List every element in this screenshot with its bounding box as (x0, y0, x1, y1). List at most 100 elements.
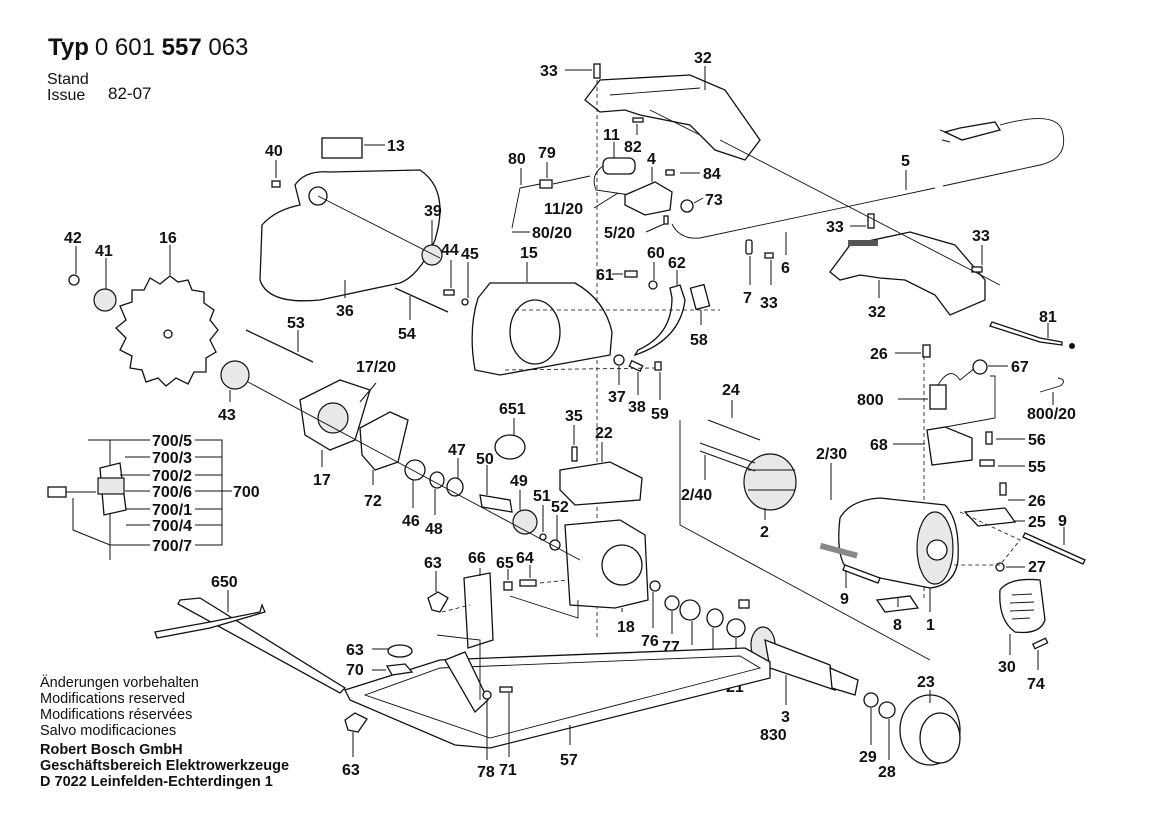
part-36-blade-guard (259, 169, 441, 302)
label-82: 82 (624, 139, 642, 156)
label-24: 24 (722, 382, 740, 399)
part-53-bolt (245, 329, 314, 363)
part-25-plate (963, 507, 1017, 527)
part-800-carbon-brush (929, 384, 947, 410)
label-700-1: 700/1 (152, 502, 192, 519)
typ-suffix: 063 (208, 34, 249, 61)
label-63-b: 63 (342, 762, 360, 779)
part-5-power-cable (671, 118, 1065, 239)
part-38-screw (628, 359, 644, 373)
label-11-20: 11/20 (544, 201, 583, 218)
label-59: 59 (651, 406, 669, 423)
part-21-holder (738, 599, 750, 609)
part-64-screw (519, 579, 537, 587)
part-62-riving-knife (633, 284, 686, 357)
label-65: 65 (496, 555, 514, 572)
part-59 (654, 361, 662, 371)
label-6: 6 (781, 260, 790, 277)
label-76: 76 (641, 633, 659, 650)
part-77-bearing (664, 595, 680, 611)
label-53: 53 (287, 315, 305, 332)
part-35-screw (571, 446, 578, 462)
label-73: 73 (705, 192, 723, 209)
label-700-5: 700/5 (152, 433, 192, 450)
label-79: 79 (538, 145, 556, 162)
label-651: 651 (499, 401, 526, 418)
label-23: 23 (917, 674, 935, 691)
label-71: 71 (499, 762, 517, 779)
part-70-plate (385, 663, 414, 676)
part-28-bearing (878, 701, 896, 719)
part-66-bevel-segment (463, 572, 494, 649)
label-26-b: 26 (1028, 493, 1046, 510)
label-28: 28 (878, 764, 896, 781)
part-80-wire (519, 175, 591, 189)
label-2: 2 (760, 524, 769, 541)
part-650-parallel-guide (154, 597, 347, 694)
label-27: 27 (1028, 559, 1046, 576)
part-71-screw (499, 686, 513, 693)
label-5-20: 5/20 (604, 225, 635, 242)
part-700-lock-assembly (47, 440, 127, 560)
label-13: 13 (387, 138, 405, 155)
part-84-screw (665, 169, 675, 176)
label-48: 48 (425, 521, 443, 538)
label-44: 44 (441, 242, 459, 259)
part-23-fan-cover (899, 694, 961, 766)
label-43: 43 (218, 407, 236, 424)
footer-line: Änderungen vorbehalten (40, 675, 199, 691)
label-26: 26 (870, 346, 888, 363)
part-32-upper-handle (584, 74, 761, 161)
label-55: 55 (1028, 459, 1046, 476)
stand-label: Stand (47, 71, 89, 88)
part-15-guard-housing (471, 282, 613, 376)
label-80-20: 80/20 (532, 225, 572, 242)
part-800-20-spring (1039, 377, 1064, 393)
footer-line: Salvo modificaciones (40, 723, 177, 739)
part-49-gear (512, 509, 538, 535)
stand-issue-label: Stand Issue (47, 72, 89, 104)
part-82 (632, 117, 644, 123)
label-81: 81 (1039, 309, 1057, 326)
label-29: 29 (859, 749, 877, 766)
part-32-lower-handle (829, 231, 986, 316)
label-700-4: 700/4 (152, 518, 192, 535)
footer-line: Modifications reserved (40, 691, 186, 707)
label-40: 40 (265, 143, 283, 160)
part-73 (680, 199, 694, 213)
label-50: 50 (476, 451, 494, 468)
label-57: 57 (560, 752, 578, 769)
label-38: 38 (628, 399, 646, 416)
part-44-screw (443, 289, 455, 296)
label-700-6: 700/6 (152, 484, 192, 501)
label-11: 11 (603, 127, 620, 144)
part-45-washer (461, 298, 469, 306)
part-78-washer (482, 690, 492, 700)
label-18: 18 (617, 619, 635, 636)
label-700-7: 700/7 (152, 538, 192, 555)
part-16-saw-blade (115, 275, 219, 387)
label-1: 1 (926, 617, 935, 634)
label-49: 49 (510, 473, 528, 490)
part-46-bearing (404, 459, 426, 481)
label-5: 5 (901, 153, 910, 170)
label-67: 67 (1011, 359, 1029, 376)
label-47: 47 (448, 442, 466, 459)
label-830: 830 (760, 727, 787, 744)
label-70: 70 (346, 662, 364, 679)
part-43-flange (220, 360, 250, 390)
label-72: 72 (364, 493, 382, 510)
part-54-bolt (394, 287, 449, 313)
label-52: 52 (551, 499, 569, 516)
typ-prefix: 0 601 (94, 34, 155, 61)
label-36: 36 (336, 303, 354, 320)
part-50-shaft (479, 494, 513, 513)
issue-label: Issue (47, 87, 86, 104)
label-63-c: 63 (424, 555, 442, 572)
label-46: 46 (402, 513, 420, 530)
company-name: Robert Bosch GmbH (40, 742, 183, 758)
part-9-strip (842, 564, 881, 584)
part-65-nut (503, 581, 513, 591)
label-54: 54 (398, 326, 416, 343)
typ-bold: 557 (161, 34, 202, 61)
